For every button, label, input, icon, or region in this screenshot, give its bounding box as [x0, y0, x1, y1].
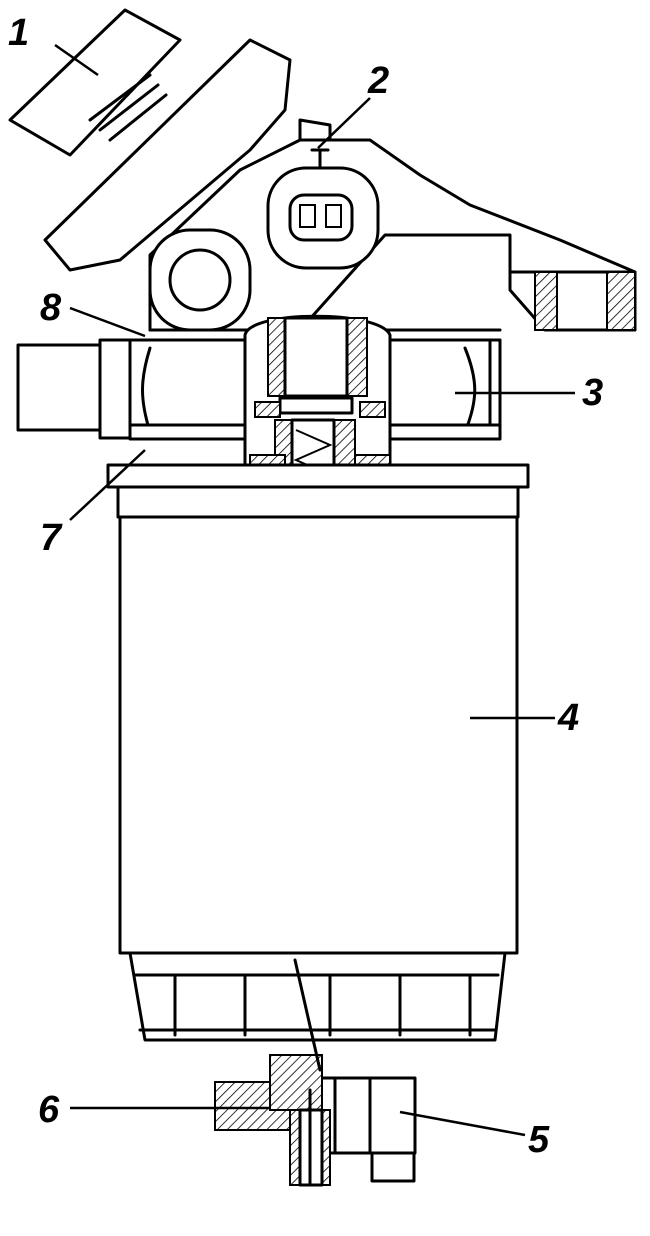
- callout-labels: 1 2 3 4 5 6 7 8: [8, 12, 603, 1161]
- callout-5: 5: [528, 1119, 550, 1161]
- callout-3: 3: [582, 372, 603, 414]
- callout-1: 1: [8, 12, 29, 54]
- leader-8: [69, 306, 146, 338]
- water-sensor-connector: [266, 148, 380, 270]
- leader-lines: [54, 43, 575, 1137]
- primer-pump-cap: [8, 8, 292, 272]
- outlet-fitting: [148, 228, 252, 332]
- callout-7: 7: [40, 517, 63, 559]
- leader-7: [69, 449, 146, 521]
- callout-8: 8: [40, 287, 62, 329]
- callout-2: 2: [367, 60, 389, 102]
- drain-plug: [214, 958, 417, 1187]
- leader-5: [399, 1110, 526, 1137]
- callout-6: 6: [38, 1089, 60, 1131]
- leader-1: [54, 43, 99, 77]
- leader-2: [317, 97, 371, 149]
- filter-cartridge: [106, 463, 530, 1042]
- center-bolt-section: [243, 314, 392, 502]
- callout-4: 4: [557, 697, 579, 739]
